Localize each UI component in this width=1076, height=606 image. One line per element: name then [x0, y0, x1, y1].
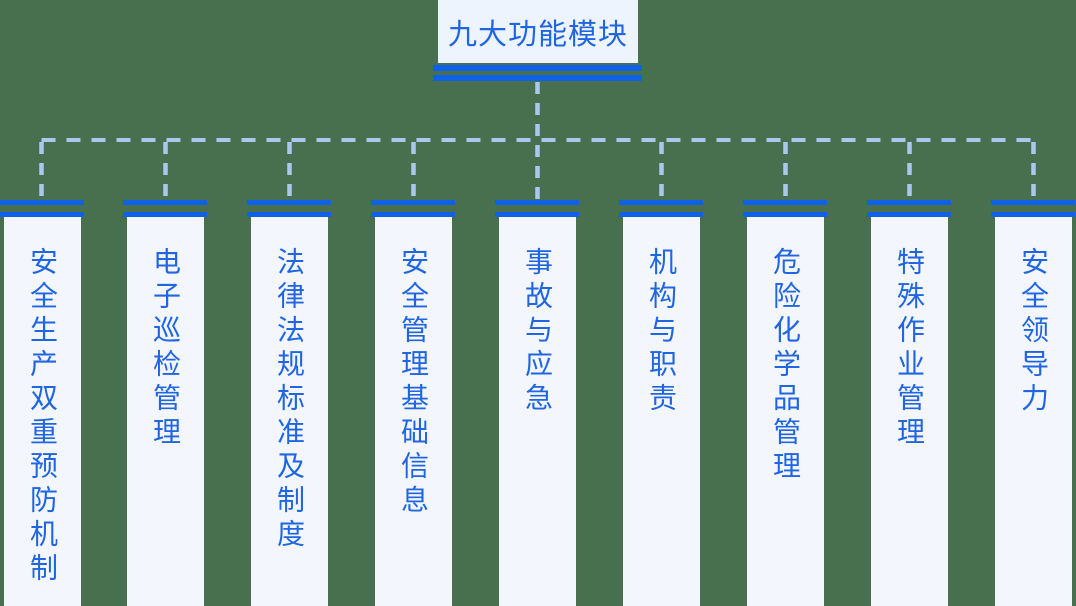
module-label: 安全领导力: [1018, 247, 1049, 417]
column-cap-bar-bottom: [743, 212, 827, 217]
column-body: 电子巡检管理: [126, 217, 204, 606]
module-column: 法律法规标准及制度: [247, 200, 331, 606]
column-cap-bar-top: [247, 200, 331, 205]
module-label: 机构与职责: [646, 247, 677, 417]
module-column: 机构与职责: [619, 200, 703, 606]
column-cap-bar-top: [371, 200, 455, 205]
column-cap-bar-bottom: [247, 212, 331, 217]
column-body: 法律法规标准及制度: [250, 217, 328, 606]
column-cap-bar-bottom: [495, 212, 579, 217]
root-node-title: 九大功能模块: [438, 0, 638, 63]
column-cap-bar-top: [619, 200, 703, 205]
column-body: 安全生产双重预防机制: [3, 217, 81, 606]
column-cap-bar-top: [495, 200, 579, 205]
column-cap-bar-bottom: [0, 212, 84, 217]
module-column: 安全领导力: [991, 200, 1075, 606]
module-label: 危险化学品管理: [770, 247, 801, 485]
title-underline-bottom: [433, 75, 642, 81]
module-label: 事故与应急: [522, 247, 553, 417]
module-column: 电子巡检管理: [123, 200, 207, 606]
column-cap-bar-top: [991, 200, 1075, 205]
column-cap-bar-bottom: [991, 212, 1075, 217]
column-body: 机构与职责: [622, 217, 700, 606]
column-cap-bar-bottom: [619, 212, 703, 217]
module-label: 安全生产双重预防机制: [27, 247, 58, 587]
column-cap-bar-bottom: [371, 212, 455, 217]
column-cap-bar-top: [743, 200, 827, 205]
title-underline-top: [433, 65, 642, 71]
column-cap-bar-bottom: [867, 212, 951, 217]
column-body: 安全管理基础信息: [374, 217, 452, 606]
module-label: 电子巡检管理: [150, 247, 181, 451]
module-label: 法律法规标准及制度: [274, 247, 305, 553]
module-column: 安全生产双重预防机制: [0, 200, 84, 606]
column-body: 事故与应急: [498, 217, 576, 606]
column-cap-bar-top: [123, 200, 207, 205]
module-column: 事故与应急: [495, 200, 579, 606]
column-body: 特殊作业管理: [870, 217, 948, 606]
column-cap-bar-top: [0, 200, 84, 205]
column-cap-bar-top: [867, 200, 951, 205]
column-body: 安全领导力: [994, 217, 1072, 606]
module-column: 危险化学品管理: [743, 200, 827, 606]
column-cap-bar-bottom: [123, 212, 207, 217]
module-label: 安全管理基础信息: [398, 247, 429, 519]
module-column: 安全管理基础信息: [371, 200, 455, 606]
column-body: 危险化学品管理: [746, 217, 824, 606]
module-column: 特殊作业管理: [867, 200, 951, 606]
module-label: 特殊作业管理: [894, 247, 925, 451]
